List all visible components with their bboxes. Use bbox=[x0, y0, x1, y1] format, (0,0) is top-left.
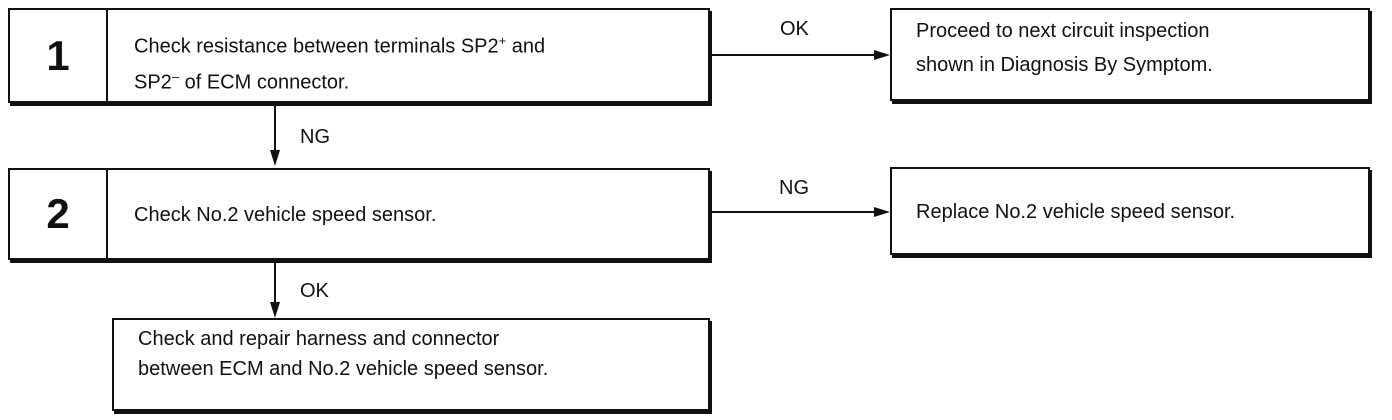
label-ok-2: OK bbox=[300, 280, 329, 302]
step-1-box: 1 Check resistance between terminals SP2… bbox=[8, 8, 710, 103]
result-replace-text: Replace No.2 vehicle speed sensor. bbox=[916, 201, 1236, 223]
arrowhead-ok-2 bbox=[270, 302, 280, 318]
step-2-box: 2 Check No.2 vehicle speed sensor. bbox=[8, 168, 710, 260]
label-ng-2: NG bbox=[779, 177, 809, 199]
result-replace-box: Replace No.2 vehicle speed sensor. bbox=[890, 167, 1370, 255]
arrowhead-ng-2 bbox=[874, 207, 890, 217]
result-proceed-text: Proceed to next circuit inspection shown… bbox=[916, 14, 1213, 82]
step-1-text: Check resistance between terminals SP2+ … bbox=[134, 26, 545, 97]
step-3-box: Check and repair harness and connector b… bbox=[112, 318, 710, 411]
step-1-line2-pre: SP2 bbox=[134, 71, 172, 94]
label-ok-1: OK bbox=[780, 18, 809, 40]
step-number-1: 1 bbox=[10, 10, 108, 101]
result-proceed-line2: shown in Diagnosis By Symptom. bbox=[916, 54, 1213, 76]
arrowhead-ng-1 bbox=[270, 150, 280, 166]
step-1-line1-sup: + bbox=[498, 33, 507, 48]
step-2-text: Check No.2 vehicle speed sensor. bbox=[134, 204, 437, 226]
result-proceed-box: Proceed to next circuit inspection shown… bbox=[890, 8, 1370, 101]
step-1-line1-pre: Check resistance between terminals SP2 bbox=[134, 35, 499, 58]
step-3-line1: Check and repair harness and connector bbox=[138, 328, 500, 350]
arrowhead-ok-1 bbox=[874, 50, 890, 60]
step-1-line2-sup: – bbox=[171, 68, 180, 84]
step-3-text: Check and repair harness and connector b… bbox=[138, 324, 548, 384]
step-1-line2-post: of ECM connector. bbox=[179, 71, 350, 94]
label-ng-1: NG bbox=[300, 126, 330, 148]
result-proceed-line1: Proceed to next circuit inspection bbox=[916, 20, 1210, 42]
step-1-line1-post: and bbox=[506, 35, 546, 58]
step-3-line2: between ECM and No.2 vehicle speed senso… bbox=[138, 358, 549, 380]
step-number-2: 2 bbox=[10, 170, 108, 258]
